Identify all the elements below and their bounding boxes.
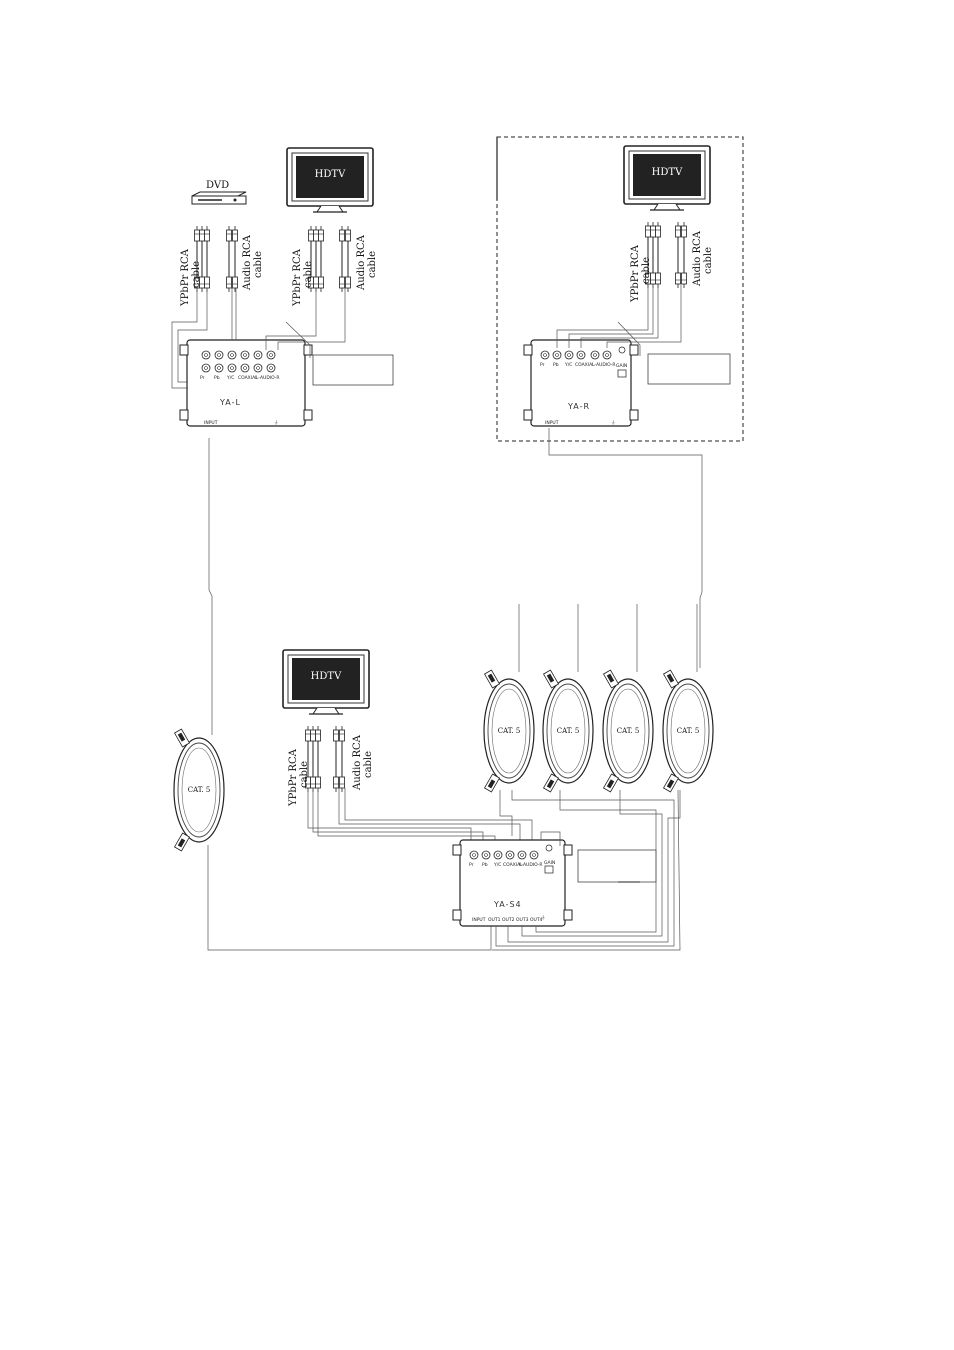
transmitter-unit: Pr Pb Y/C COAXIAL L-AUDIO-R YA-L INPUT ⏚ — [179, 339, 313, 427]
cable-label-audio-splitter: Audio RCA cable — [352, 734, 374, 791]
svg-text:L-AUDIO-R: L-AUDIO-R — [519, 862, 543, 868]
svg-text:cable: cable — [253, 251, 264, 278]
svg-text:⏚: ⏚ — [611, 419, 616, 426]
svg-text:OUT1: OUT1 — [488, 917, 501, 923]
svg-text:Pr: Pr — [200, 375, 205, 381]
svg-text:OUT4: OUT4 — [530, 917, 543, 923]
cable-label-ypbpr-hdtv: YPbPr RCA cable — [292, 248, 314, 307]
svg-text:L-AUDIO-R: L-AUDIO-R — [592, 362, 616, 368]
transmitter-label: YA-L — [219, 398, 241, 407]
info-box-bottom — [577, 849, 657, 883]
cable-label-audio-receiver: Audio RCA cable — [692, 230, 714, 287]
svg-text:COAXIAL: COAXIAL — [238, 375, 258, 381]
svg-text:cable: cable — [363, 751, 374, 778]
audio-cable-hdtv — [340, 226, 351, 292]
audio-cable-splitter — [334, 726, 345, 792]
cat5-coil-2: CAT. 5 — [542, 669, 594, 793]
receiver-dashed-frame — [496, 136, 744, 442]
svg-text:L-AUDIO-R: L-AUDIO-R — [256, 375, 280, 381]
svg-text:CAT. 5: CAT. 5 — [188, 786, 211, 794]
svg-text:⏚: ⏚ — [541, 914, 546, 921]
hdtv-bottom: HDTV — [282, 649, 370, 715]
svg-text:Pr: Pr — [540, 362, 545, 368]
audio-cable-receiver — [676, 222, 687, 288]
svg-text:Audio RCA: Audio RCA — [352, 734, 363, 791]
svg-text:cable: cable — [303, 261, 314, 288]
cat5-coil-4: CAT. 5 — [662, 669, 714, 793]
svg-text:Pb: Pb — [553, 362, 559, 368]
svg-text:YPbPr RCA: YPbPr RCA — [630, 244, 641, 303]
svg-text:CAT. 5: CAT. 5 — [677, 727, 700, 735]
svg-text:GAIN: GAIN — [616, 363, 627, 369]
svg-text:cable: cable — [703, 247, 714, 274]
svg-text:Audio RCA: Audio RCA — [242, 234, 253, 291]
svg-text:⏚: ⏚ — [274, 419, 279, 426]
receiver-label: YA-R — [567, 402, 590, 411]
svg-text:Pb: Pb — [482, 862, 488, 868]
svg-text:Pr: Pr — [469, 862, 474, 868]
cable-label-audio-hdtv: Audio RCA cable — [356, 234, 378, 291]
hdtv-top-right: HDTV — [623, 145, 711, 211]
svg-text:Audio RCA: Audio RCA — [356, 234, 367, 291]
dvd-label: DVD — [206, 180, 229, 191]
svg-text:cable: cable — [299, 761, 310, 788]
svg-text:Y/C: Y/C — [493, 862, 501, 868]
svg-text:HDTV: HDTV — [311, 671, 342, 682]
svg-text:Y/C: Y/C — [226, 375, 234, 381]
hdtv-top-left: HDTV — [286, 147, 374, 213]
svg-text:YPbPr RCA: YPbPr RCA — [180, 248, 191, 307]
svg-text:Audio RCA: Audio RCA — [692, 230, 703, 287]
svg-text:INPUT: INPUT — [472, 917, 486, 923]
svg-text:CAT. 5: CAT. 5 — [498, 727, 521, 735]
svg-text:cable: cable — [367, 251, 378, 278]
svg-text:CAT. 5: CAT. 5 — [617, 727, 640, 735]
cat5-coil-left: CAT. 5 — [173, 728, 225, 852]
cable-label-ypbpr-dvd: YPbPr RCA cable — [180, 248, 202, 307]
svg-text:YPbPr RCA: YPbPr RCA — [288, 748, 299, 807]
svg-text:Y/C: Y/C — [564, 362, 572, 368]
splitter-label: YA-S4 — [493, 900, 522, 909]
svg-text:COAXIAL: COAXIAL — [503, 862, 523, 868]
cable-label-audio-dvd: Audio RCA cable — [242, 234, 264, 291]
svg-text:INPUT: INPUT — [204, 420, 218, 426]
svg-text:YPbPr RCA: YPbPr RCA — [292, 248, 303, 307]
cat5-coil-1: CAT. 5 — [483, 669, 535, 793]
cable-label-ypbpr-splitter: YPbPr RCA cable — [288, 748, 310, 807]
dvd-player: DVD — [191, 180, 247, 205]
audio-cable-dvd — [227, 226, 238, 292]
cable-label-ypbpr-receiver: YPbPr RCA cable — [630, 244, 652, 303]
svg-text:INPUT: INPUT — [545, 420, 559, 426]
svg-text:CAT. 5: CAT. 5 — [557, 727, 580, 735]
svg-text:OUT3: OUT3 — [516, 917, 529, 923]
info-box-tl — [312, 354, 394, 386]
cat5-coil-3: CAT. 5 — [602, 669, 654, 793]
svg-text:cable: cable — [641, 257, 652, 284]
svg-text:GAIN: GAIN — [544, 860, 555, 866]
svg-text:COAXIAL: COAXIAL — [575, 362, 595, 368]
svg-text:HDTV: HDTV — [652, 167, 683, 178]
svg-text:OUT2: OUT2 — [502, 917, 515, 923]
svg-text:cable: cable — [191, 261, 202, 288]
svg-text:Pb: Pb — [214, 375, 220, 381]
info-box-tr — [647, 353, 731, 385]
hdtv-label: HDTV — [315, 169, 346, 180]
